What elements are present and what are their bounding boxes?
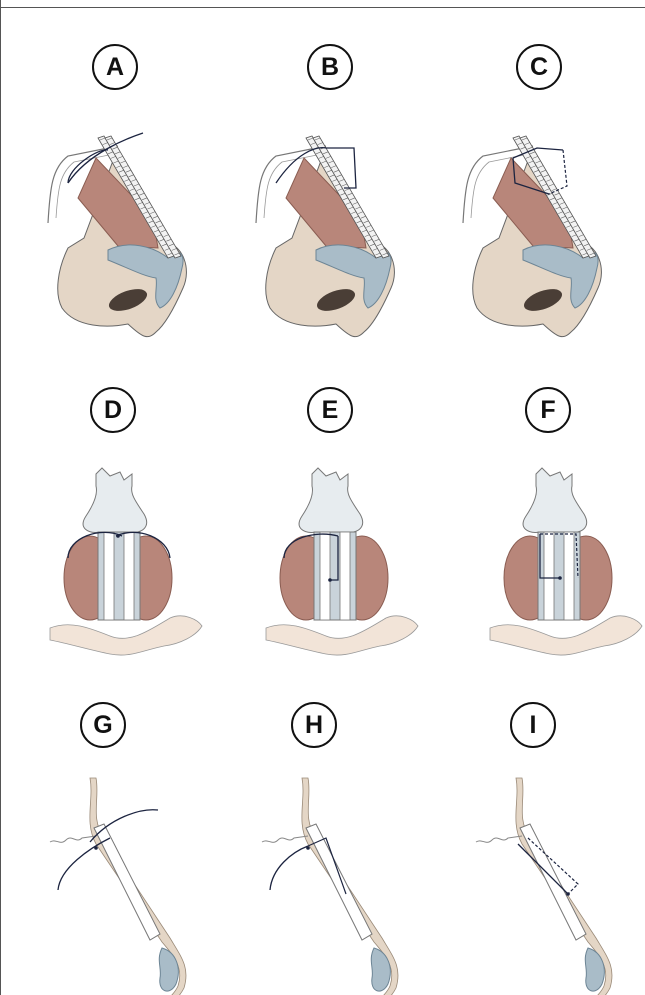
panel-f-frontal-septum <box>490 468 642 655</box>
panel-e-frontal-septum <box>266 468 418 655</box>
panel-b-lateral-nose <box>256 136 394 337</box>
panel-h-profile <box>262 778 398 995</box>
panel-c-lateral-nose <box>463 136 601 337</box>
panel-d-frontal-septum <box>50 468 202 655</box>
panel-g-profile <box>50 778 186 995</box>
panel-i-profile <box>476 778 612 995</box>
panel-a-lateral-nose <box>48 133 186 337</box>
